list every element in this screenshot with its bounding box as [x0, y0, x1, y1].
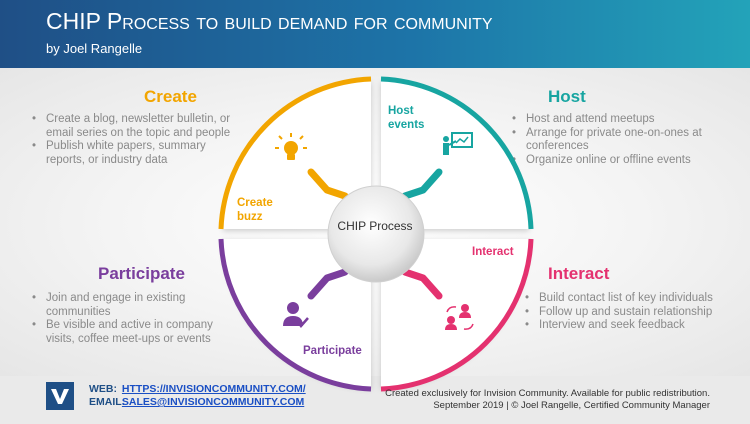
segment-label-interact: Interact [472, 246, 514, 258]
arc-interact [380, 238, 534, 392]
host-bullet: Arrange for private one-on-ones at confe… [512, 127, 737, 154]
participate-heading: Participate [98, 264, 185, 283]
people-exchange-icon [445, 304, 474, 330]
connector-interact [401, 268, 443, 300]
arc-participate [218, 238, 372, 392]
email-link[interactable]: SALES@INVISIONCOMMUNITY.COM [121, 396, 305, 408]
presentation-icon [443, 132, 473, 155]
invision-logo-icon [46, 382, 74, 410]
interact-bullet: Build contact list of key individuals [525, 292, 740, 306]
arc-create [218, 76, 372, 230]
email-label: EMAIL: [89, 396, 126, 408]
web-link[interactable]: HTTPS://INVISIONCOMMUNITY.COM/ [121, 383, 306, 395]
participate-bullet: Join and engage in existing communities [32, 292, 237, 319]
segment-label-host: Host events [388, 105, 425, 131]
footer-note: Created exclusively for Invision Communi… [385, 388, 710, 412]
web-label: WEB: [89, 383, 117, 395]
interact-bullets: Build contact list of key individuals Fo… [525, 292, 740, 333]
footer-note-line: Created exclusively for Invision Communi… [385, 388, 710, 399]
connector-host [401, 168, 443, 200]
create-heading: Create [144, 87, 197, 106]
header-banner: CHIP Process to build demand for communi… [0, 0, 750, 68]
connector-participate [307, 268, 349, 300]
interact-heading: Interact [548, 264, 610, 283]
segment-label-participate: Participate [303, 345, 362, 357]
interact-bullet: Follow up and sustain relationship [525, 306, 740, 320]
host-bullets: Host and attend meetups Arrange for priv… [512, 113, 737, 167]
page-title: CHIP Process to build demand for communi… [46, 8, 493, 34]
footer-note-line: September 2019 | © Joel Rangelle, Certif… [433, 400, 710, 411]
center-circle [327, 185, 425, 283]
footer-contact: WEB: HTTPS://INVISIONCOMMUNITY.COM/ EMAI… [89, 383, 306, 409]
host-bullet: Host and attend meetups [512, 113, 737, 127]
page-author: by Joel Rangelle [46, 41, 143, 56]
interact-bullet: Interview and seek feedback [525, 319, 740, 333]
center-label: CHIP Process [337, 219, 413, 233]
footer-background [0, 376, 750, 424]
person-check-icon [283, 302, 309, 328]
create-bullet: Create a blog, newsletter bulletin, or e… [32, 113, 237, 140]
arc-host [380, 76, 534, 230]
create-bullet: Publish white papers, summary reports, o… [32, 140, 237, 167]
participate-bullets: Join and engage in existing communities … [32, 292, 237, 346]
participate-bullet: Be visible and active in company visits,… [32, 319, 237, 346]
create-bullets: Create a blog, newsletter bulletin, or e… [32, 113, 237, 167]
lightbulb-icon [275, 133, 307, 160]
connector-create [307, 168, 349, 200]
segment-label-create: Create buzz [237, 197, 273, 223]
host-heading: Host [548, 87, 586, 106]
